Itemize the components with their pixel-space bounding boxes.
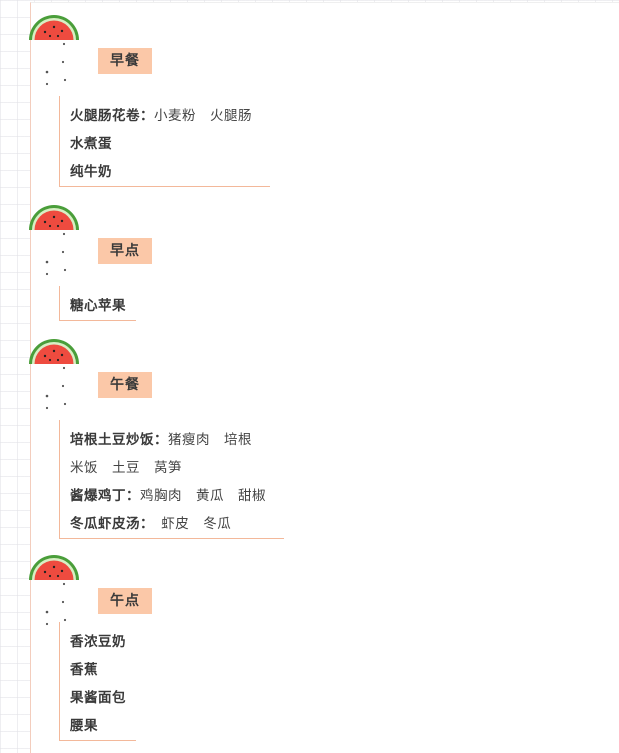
meal-tag: 早餐 [98,48,152,74]
watermelon-icon [29,205,79,230]
list-item: 培根土豆炒饭：猪瘦肉 培根 [70,432,252,448]
meal-items: 香浓豆奶 香蕉 果酱面包 腰果 [59,622,136,741]
trail-dots-decoration [45,582,67,626]
trail-dots-decoration [45,232,67,276]
list-item: 火腿肠花卷：小麦粉 火腿肠 [70,108,252,124]
trail-dots-decoration [45,366,67,410]
list-item: 水煮蛋 [70,136,112,152]
trail-dots-decoration [45,42,67,86]
meal-tag: 早点 [98,238,152,264]
list-item: 糖心苹果 [70,298,126,314]
list-item: 米饭 土豆 莴笋 [70,460,182,476]
meal-items: 火腿肠花卷：小麦粉 火腿肠 水煮蛋 纯牛奶 [59,96,270,187]
meal-tag: 午餐 [98,372,152,398]
meal-tag: 午点 [98,588,152,614]
watermelon-icon [29,555,79,580]
list-item: 冬瓜虾皮汤： 虾皮 冬瓜 [70,516,232,532]
meal-items: 培根土豆炒饭：猪瘦肉 培根 米饭 土豆 莴笋 酱爆鸡丁：鸡胸肉 黄瓜 甜椒 冬瓜… [59,420,284,539]
watermelon-icon [29,15,79,40]
watermelon-icon [29,339,79,364]
list-item: 果酱面包 [70,690,126,706]
list-item: 香蕉 [70,662,98,678]
list-item: 酱爆鸡丁：鸡胸肉 黄瓜 甜椒 [70,488,266,504]
list-item: 纯牛奶 [70,164,112,180]
list-item: 腰果 [70,718,98,734]
list-item: 香浓豆奶 [70,634,126,650]
meal-items: 糖心苹果 [59,286,136,321]
